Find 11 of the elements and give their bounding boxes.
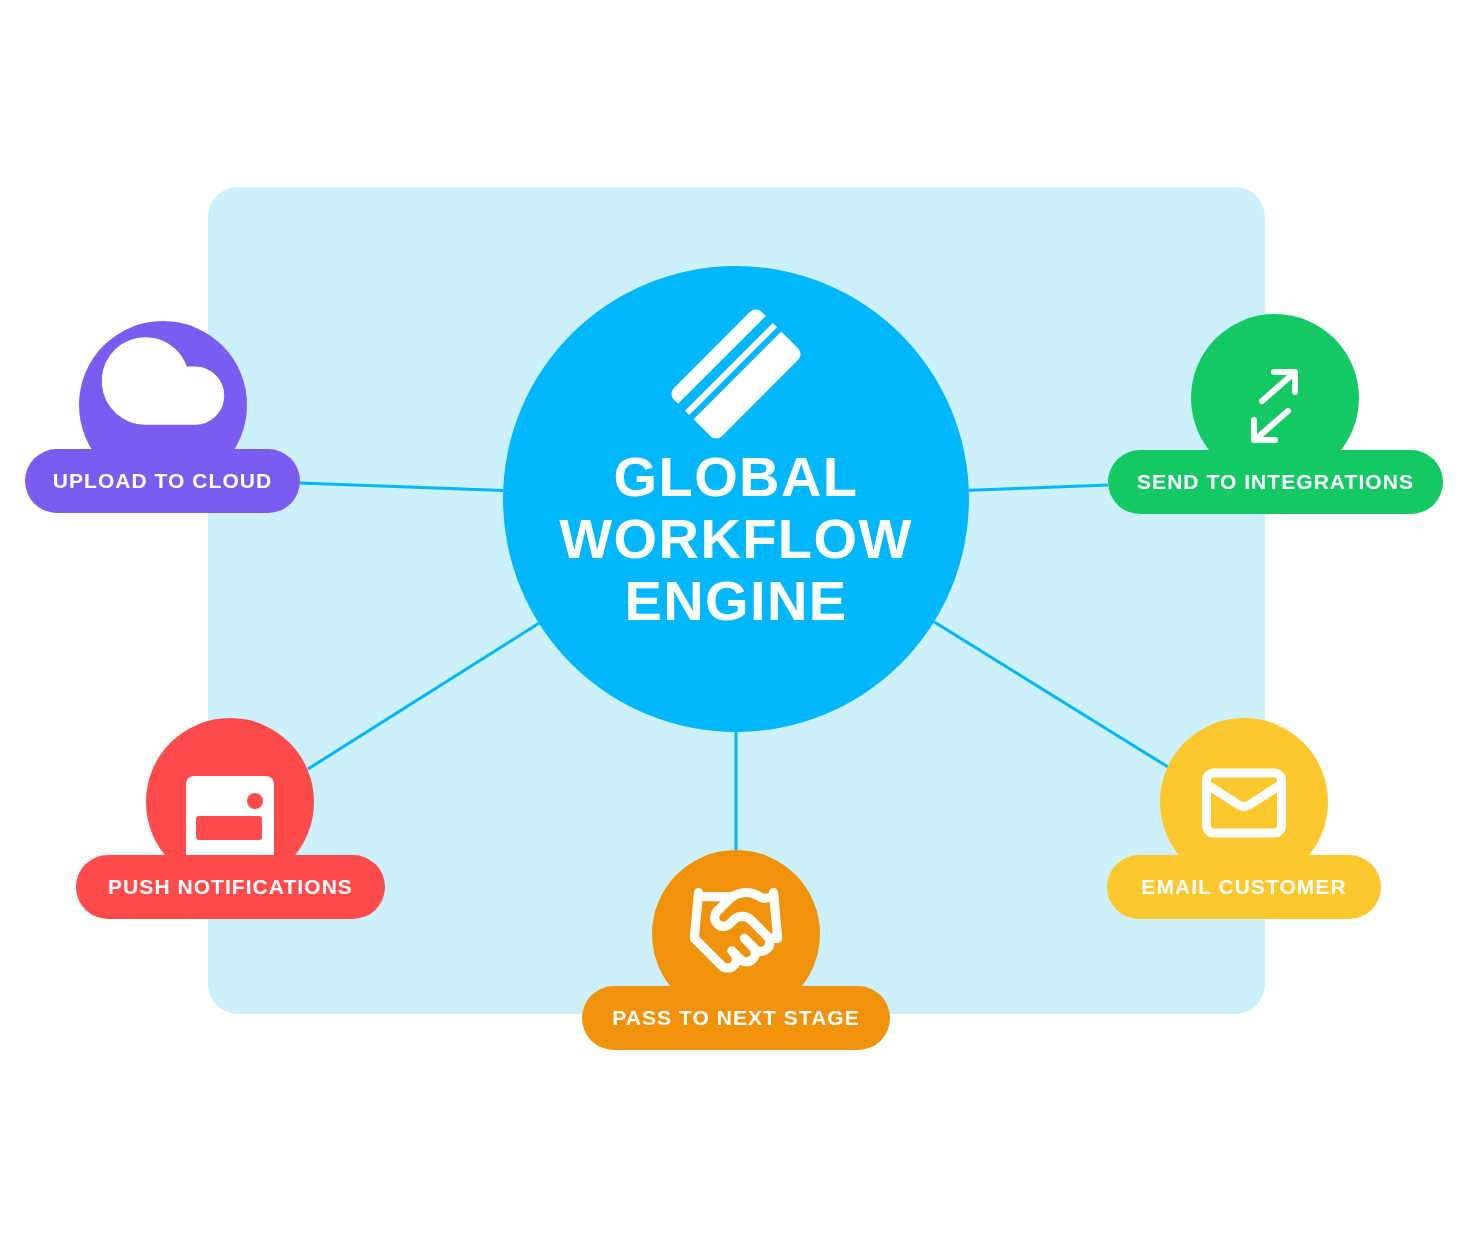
- connector-line: [968, 483, 1109, 492]
- engine-title: GLOBAL WORKFLOW ENGINE: [558, 446, 914, 632]
- step-label: PASS TO NEXT STAGE: [582, 986, 890, 1050]
- step-label: UPLOAD TO CLOUD: [25, 449, 300, 513]
- connector-line: [933, 620, 1169, 769]
- step-label: SEND TO INTEGRATIONS: [1108, 450, 1443, 514]
- connector-line: [307, 622, 540, 771]
- connector-line: [299, 481, 504, 492]
- connector-line: [734, 732, 738, 851]
- step-label: EMAIL CUSTOMER: [1107, 855, 1381, 919]
- step-label: PUSH NOTIFICATIONS: [76, 855, 385, 919]
